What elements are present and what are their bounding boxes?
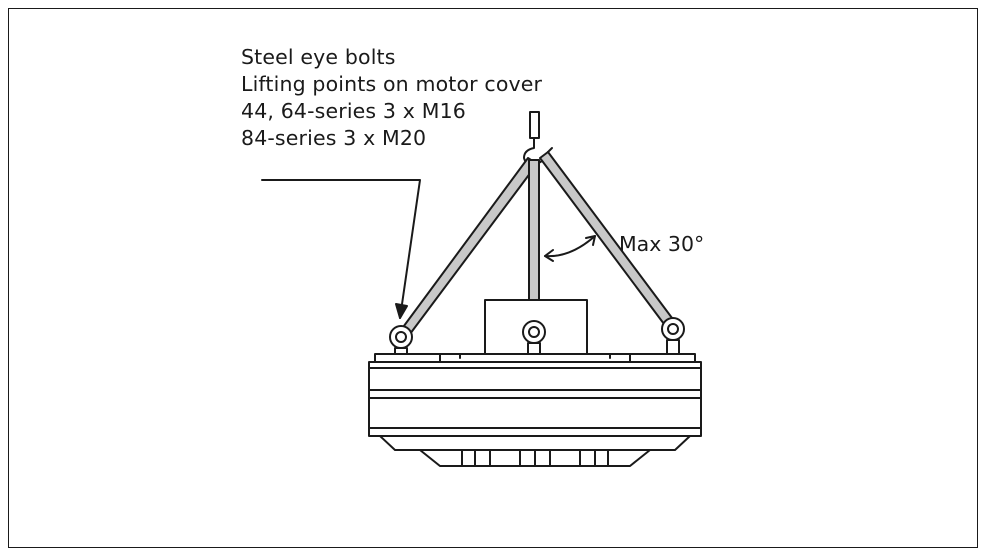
callout-line-4: 84-series 3 x M20	[241, 126, 427, 150]
angle-arc-arrow	[544, 235, 596, 262]
motor-bottom-housing	[379, 435, 691, 467]
eye-bolt-callout: Steel eye bolts Lifting points on motor …	[241, 44, 542, 152]
callout-line-2: Lifting points on motor cover	[241, 72, 543, 96]
eye-bolt-right	[661, 317, 685, 355]
motor-lifting-diagram	[261, 111, 702, 467]
max-angle-label: Max 30°	[619, 232, 705, 256]
callout-line-3: 44, 64-series 3 x M16	[241, 99, 466, 123]
callout-leader-line	[261, 179, 421, 319]
callout-line-1: Steel eye bolts	[241, 45, 396, 69]
motor-cover	[374, 353, 696, 363]
motor-body	[368, 361, 702, 437]
eye-bolt-center	[522, 320, 546, 356]
